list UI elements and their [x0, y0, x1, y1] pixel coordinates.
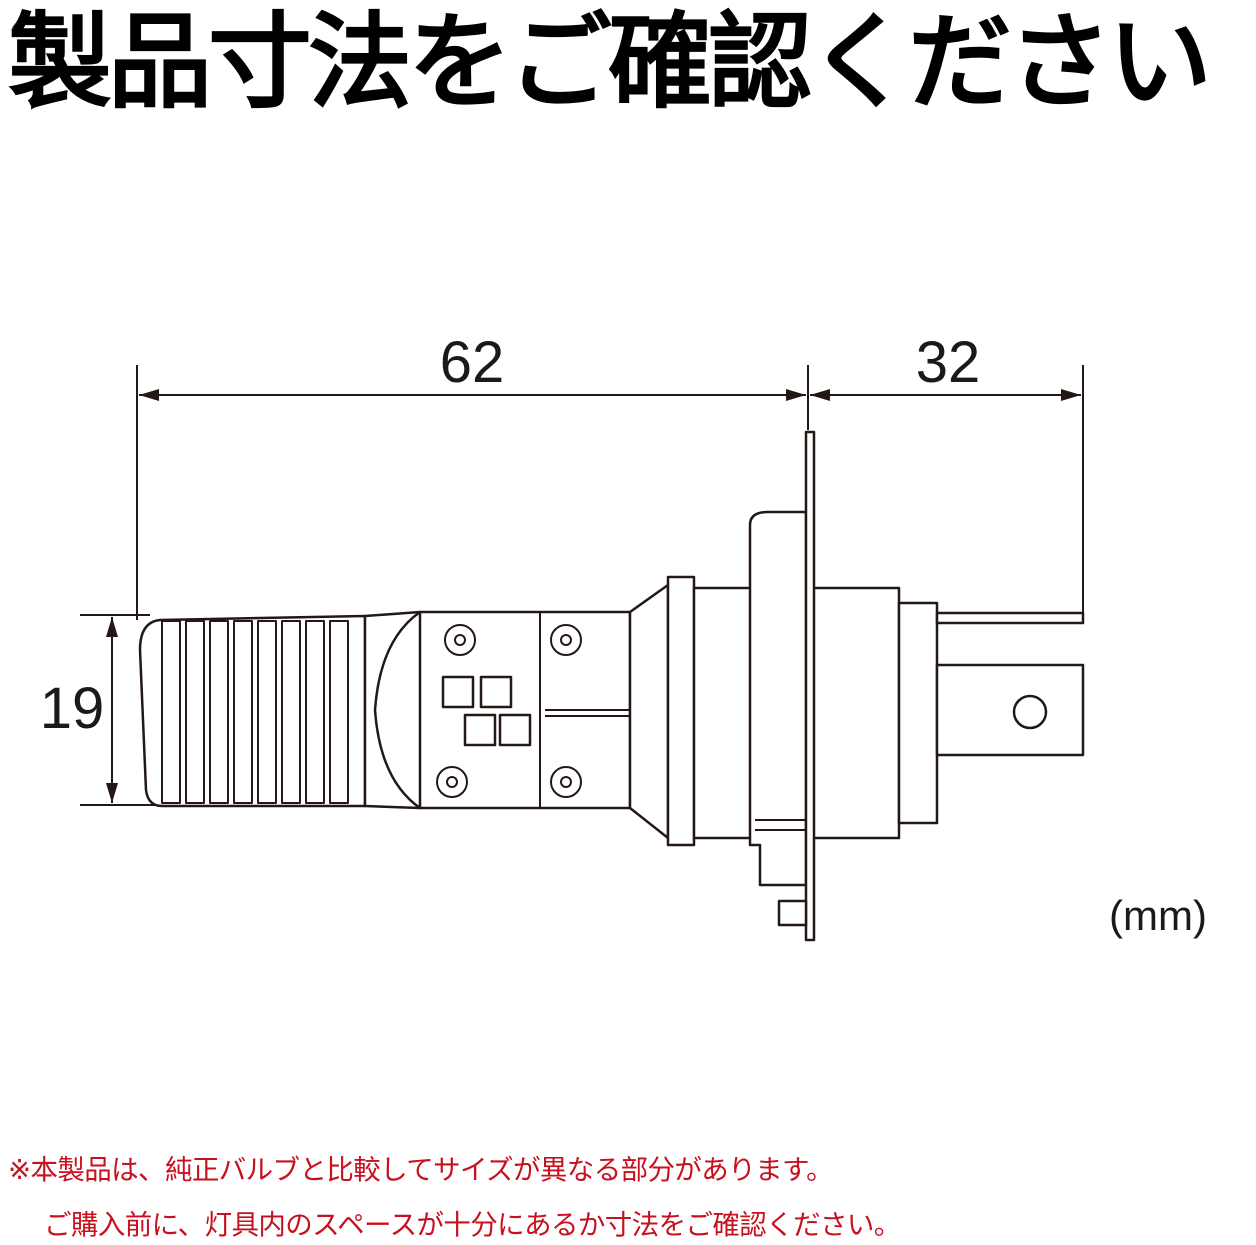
unit-label: (mm) [1109, 892, 1207, 939]
screw-icons [436, 624, 582, 798]
led-chips [441, 675, 532, 747]
socket-flange [748, 510, 808, 887]
terminal-middle [935, 663, 1085, 757]
page-title: 製品寸法をご確認ください [8, 1, 1212, 123]
heatsink-fins [161, 620, 349, 804]
dimension-label-diameter: 19 [40, 676, 105, 741]
note-line-2: ご購入前に、灯具内のスペースが十分にあるか寸法をご確認ください。 [44, 1209, 901, 1241]
dimension-label-length: 62 [440, 330, 505, 395]
terminal-top [935, 611, 1085, 625]
bulb-dimension-diagram: 62 32 19 (mm) [40, 330, 1207, 942]
bulb-collar [363, 610, 422, 810]
bulb-cone [628, 583, 670, 840]
terminal-housing [897, 601, 939, 825]
flange-tab [777, 899, 808, 927]
note-line-1: ※本製品は、純正バルブと比較してサイズが異なる部分があります。 [8, 1154, 834, 1186]
led-bulb-drawing [138, 430, 1085, 942]
dimension-label-base-length: 32 [916, 330, 981, 395]
flange-plate [804, 430, 816, 942]
